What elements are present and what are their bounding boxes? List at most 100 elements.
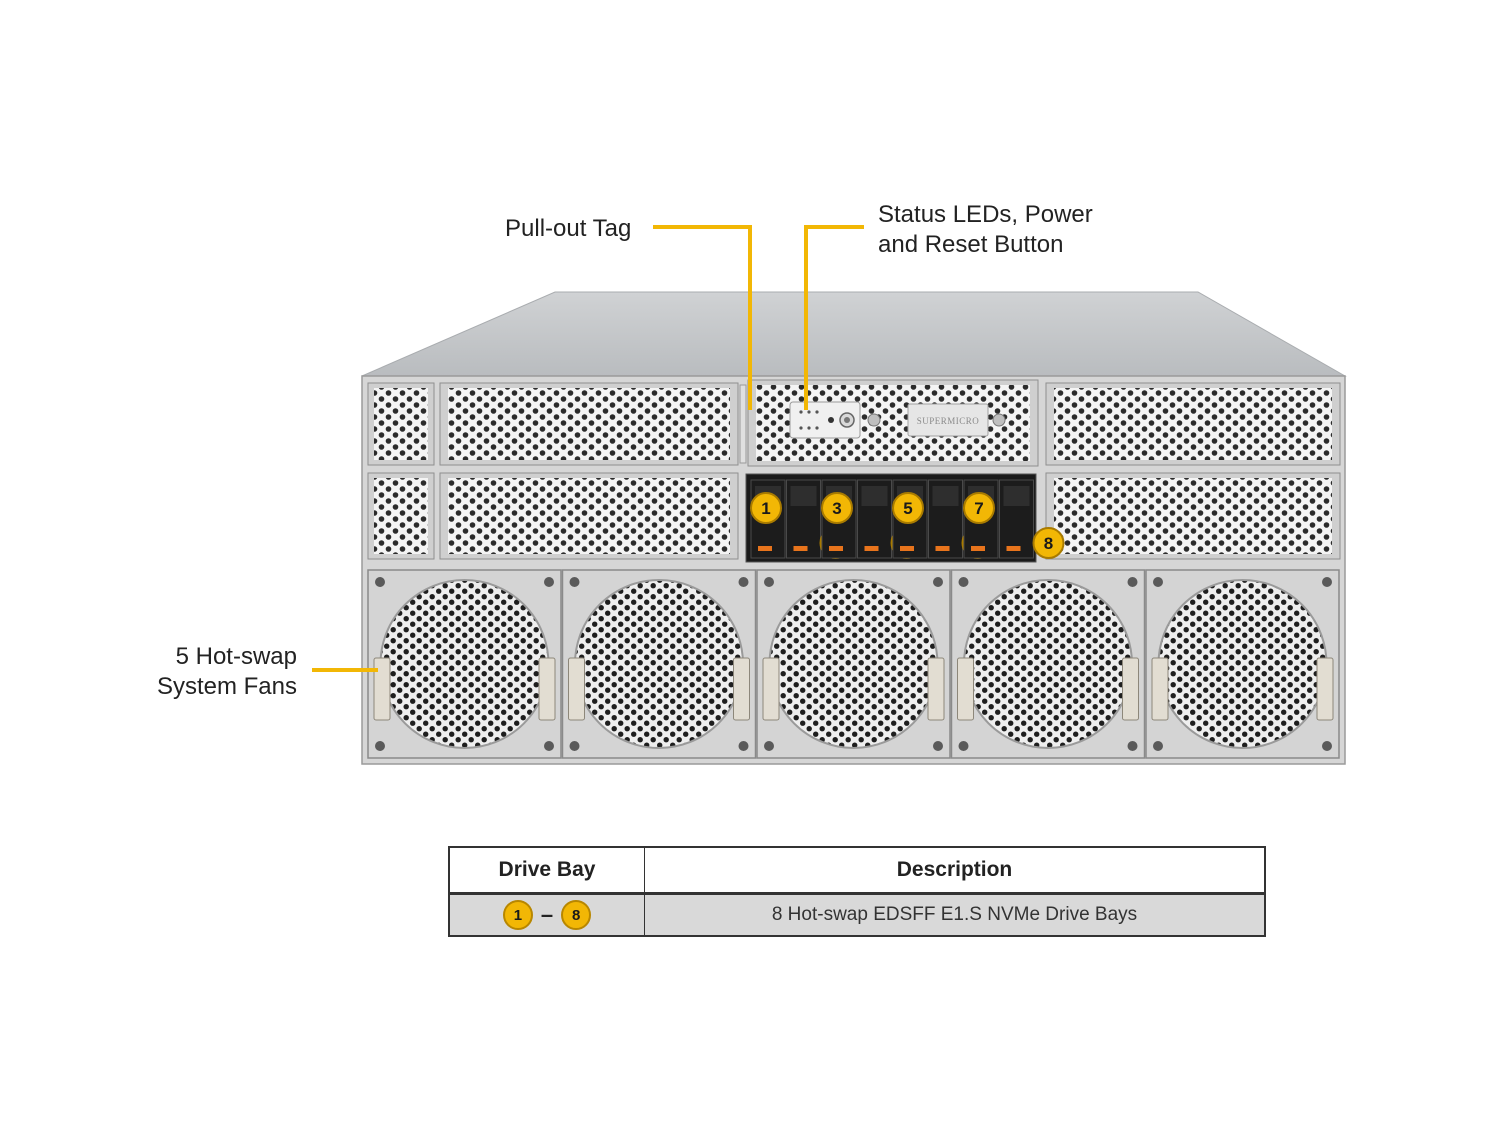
fan-screw <box>1322 741 1332 751</box>
status-leds-label-line1: Status LEDs, Power <box>878 201 1093 228</box>
drive-handle <box>790 486 817 506</box>
led-indicator <box>815 426 819 430</box>
led-indicator <box>799 410 803 414</box>
fan-screw <box>544 577 554 587</box>
logo-plate <box>907 403 989 437</box>
drive-number-label: 1 <box>761 499 770 518</box>
fan-grille <box>768 579 939 749</box>
drive-bay-legend-table: Drive Bay Description 1 – 8 8 Hot-swap E… <box>448 846 1266 937</box>
drive-handle <box>1003 486 1030 506</box>
range-separator: – <box>540 902 554 927</box>
drive-latch <box>971 546 985 551</box>
fan-module-1[interactable] <box>367 569 562 759</box>
pull-out-tag[interactable] <box>739 384 747 464</box>
drive-number-label: 8 <box>1044 534 1053 553</box>
status-leds-label-line2: and Reset Button <box>878 231 1063 258</box>
description-cell: 8 Hot-swap EDSFF E1.S NVMe Drive Bays <box>644 893 1266 937</box>
fan-screw <box>738 741 749 751</box>
pull-out-tag-label: Pull-out Tag <box>505 215 631 242</box>
fan-module-3[interactable] <box>756 569 951 759</box>
fan-screw <box>764 577 774 587</box>
drive-latch <box>758 546 772 551</box>
fan-screw <box>1153 741 1163 751</box>
fan-grille <box>963 579 1133 749</box>
panel-screw <box>867 413 881 427</box>
power-button-center <box>844 417 850 423</box>
status-led-panel <box>789 401 861 439</box>
fan-handle-left[interactable] <box>957 657 974 721</box>
drive-number-badge <box>1032 527 1065 559</box>
bay-start-badge: 1 <box>502 900 533 930</box>
led-indicator <box>807 426 811 430</box>
drive-bay-6[interactable] <box>928 479 963 559</box>
fan-handle-right[interactable] <box>1316 657 1334 721</box>
fan-screw <box>1153 577 1163 587</box>
fan-screw <box>1322 577 1332 587</box>
fan-handle-right[interactable] <box>733 657 750 721</box>
drive-bay-2[interactable] <box>786 479 821 559</box>
chassis-top <box>361 291 1347 377</box>
fan-handle-left[interactable] <box>568 657 585 721</box>
fan-grille <box>1157 579 1328 749</box>
header-description: Description <box>644 846 1266 895</box>
fan-handle-right[interactable] <box>1122 657 1139 721</box>
fan-screw <box>375 577 385 587</box>
drive-bays: 12345678 <box>750 479 1065 559</box>
fan-screw <box>569 741 580 751</box>
fan-screw <box>958 741 969 751</box>
drive-number-badge <box>963 492 995 524</box>
fan-screw <box>569 577 580 587</box>
drive-latch <box>900 546 914 551</box>
drive-number-label: 3 <box>832 499 841 518</box>
led-indicator <box>815 410 819 414</box>
fan-handle-left[interactable] <box>762 657 780 721</box>
pull-out-tag-leader <box>653 225 752 410</box>
reset-button[interactable] <box>828 417 834 423</box>
bay-end-badge: 8 <box>561 900 592 930</box>
table-header-row: Drive Bay Description <box>448 846 1266 895</box>
fan-screw <box>1127 741 1138 751</box>
callout-lines <box>312 225 864 672</box>
led-indicator <box>807 410 811 414</box>
control-panel: SUPERMICRO <box>747 379 1039 467</box>
system-fans <box>367 569 1340 759</box>
drive-number-badge <box>892 492 924 524</box>
fan-handle-right[interactable] <box>927 657 945 721</box>
drive-handle <box>932 486 959 506</box>
logo-text: SUPERMICRO <box>917 416 980 426</box>
drive-bay-4[interactable] <box>857 479 892 559</box>
drive-latch <box>829 546 843 551</box>
fan-screw <box>738 577 749 587</box>
status-leds-leader <box>804 225 864 410</box>
drive-latch <box>935 546 950 551</box>
drive-number-badge <box>750 492 782 524</box>
drive-handle <box>861 486 888 506</box>
fan-grille <box>574 579 744 749</box>
fan-screw <box>544 741 554 751</box>
drive-bay-8[interactable] <box>999 479 1034 559</box>
upper-grilles <box>367 382 1341 560</box>
fan-screw <box>1127 577 1138 587</box>
fans-label-line2: System Fans <box>157 673 297 700</box>
drive-number-label: 7 <box>974 499 983 518</box>
fan-handle-right[interactable] <box>538 657 556 721</box>
fan-screw <box>764 741 774 751</box>
drive-number-label: 5 <box>903 499 912 518</box>
fan-module-4[interactable] <box>950 569 1146 759</box>
fan-module-5[interactable] <box>1145 569 1340 759</box>
fan-screw <box>958 577 969 587</box>
led-indicator <box>799 426 803 430</box>
fan-handle-left[interactable] <box>1151 657 1169 721</box>
drive-latch <box>1006 546 1021 551</box>
table-row: 1 – 8 8 Hot-swap EDSFF E1.S NVMe Drive B… <box>448 893 1266 937</box>
fan-screw <box>933 577 943 587</box>
fans-label-line1: 5 Hot-swap <box>176 643 297 670</box>
panel-screw <box>992 413 1006 427</box>
fan-module-2[interactable] <box>561 569 757 759</box>
fan-handle-left[interactable] <box>373 657 391 721</box>
drive-latch <box>864 546 879 551</box>
fan-grille <box>379 579 550 749</box>
fan-screw <box>933 741 943 751</box>
header-drive-bay: Drive Bay <box>448 846 645 895</box>
